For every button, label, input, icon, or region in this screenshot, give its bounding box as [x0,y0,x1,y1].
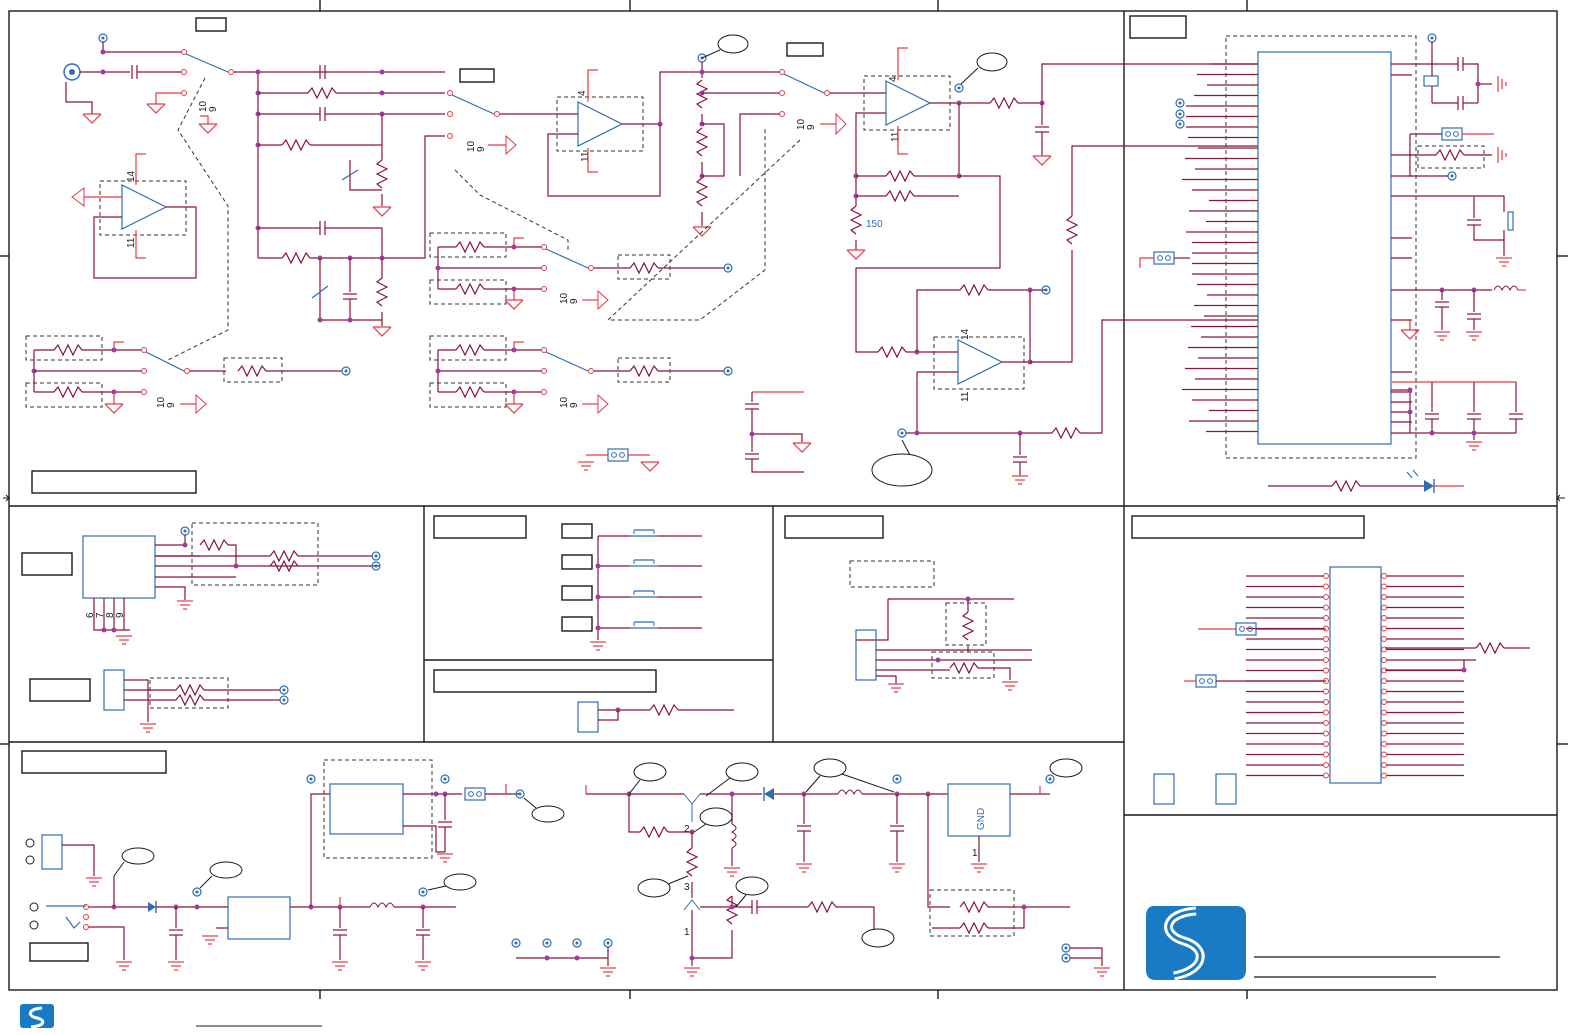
pin-label: 10 [466,140,477,152]
header-pin [1323,615,1329,621]
header-pin [1323,751,1329,758]
pin-label: 10 [559,292,570,304]
pin-label: 9 [476,146,487,152]
connector-section: 6 7 8 9 [82,522,381,733]
header-pin [1323,583,1329,590]
header-pin [1381,657,1387,663]
header-pin [1381,625,1387,632]
header-pin [1381,730,1387,737]
pin-label: 9 [115,612,126,618]
mcu-section [1139,33,1526,493]
header-pin [1323,709,1329,716]
pin-label: 10 [796,118,807,130]
small-logo [20,1004,322,1029]
pin-label: 11 [890,131,901,142]
header-pin [1323,636,1329,642]
pin-label: 14 [126,170,137,182]
resistor-value: 150 [866,219,883,230]
header-pin [1323,699,1329,705]
pin-label: 8 [105,612,116,618]
header-pin [1323,667,1329,674]
header-pin [1323,730,1329,737]
header-pin [1381,688,1387,695]
pin-label: 9 [569,298,580,304]
header-pin [1381,678,1387,684]
pin-label: 9 [208,106,219,112]
header-pin [1323,594,1329,600]
header-pin [1381,709,1387,716]
sensor-interface-section [855,596,1032,693]
expansion-header-section [1153,566,1530,805]
pin-label: 14 [960,328,971,340]
header-pin [1323,720,1329,726]
header-pin [1381,583,1387,590]
button-section [577,529,734,733]
pin-label: 10 [156,396,167,408]
pin-label: 7 [95,612,106,618]
header-pin [1381,741,1387,747]
pin-label: 11 [960,391,971,402]
header-pin [1323,772,1329,779]
header-pin [1381,615,1387,621]
pin-label: 4 [888,76,899,82]
pin-label: 9 [569,402,580,408]
pin-label: 11 [126,237,137,248]
input-filter-section: 10 9 10 9 4 [25,33,1258,473]
pin-label: 11 [580,151,591,162]
ic-gnd-label: GND [976,808,987,830]
pin-label: 9 [166,402,177,408]
header-pin [1381,573,1387,579]
s-wave-logo [1146,906,1500,981]
header-pin [1323,762,1329,768]
pin-label: 1 [684,927,690,938]
header-pin [1381,762,1387,768]
header-pin [1323,646,1329,653]
pin-label: 1 [972,848,978,859]
pin-label: 4 [577,90,588,96]
pin-label: 2 [684,824,690,835]
header-pin [1381,772,1387,779]
header-pin [1323,604,1329,611]
pin-label: 9 [806,124,817,130]
output-stage: 14 11 [871,145,1258,487]
label-boxes [21,15,1365,962]
header-pin [1381,604,1387,611]
header-pin [1381,594,1387,600]
header-pin [1381,646,1387,653]
pin-label: 10 [198,100,209,112]
power-section: 2 3 1 GND 1 [25,758,1111,977]
header-pin [1381,636,1387,642]
header-pin [1323,573,1329,579]
pin-label: 3 [684,882,690,893]
header-pin [1381,720,1387,726]
header-pin [1323,688,1329,695]
header-pin [1323,657,1329,663]
pin-label: 6 [85,612,96,618]
header-pin [1381,699,1387,705]
header-pin [1323,741,1329,747]
pin-label: 10 [559,396,570,408]
header-pin [1381,751,1387,758]
